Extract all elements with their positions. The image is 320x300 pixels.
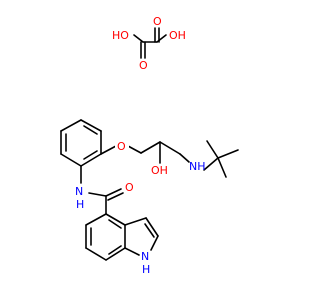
bond-nh-tbu — [203, 157, 219, 171]
bond-ring-4 — [60, 153, 82, 167]
bond-tbu-me3 — [217, 157, 227, 178]
bond-ind-pyrrole-1 — [124, 217, 147, 226]
bond-ch2-choh — [140, 141, 161, 154]
label-amide-o: O — [125, 181, 134, 194]
label-amide-h: H — [76, 198, 84, 211]
indole-ring: N H — [85, 213, 159, 276]
oxalic-acid: HO OH O O — [112, 15, 186, 72]
bond-ind-pyrrole-double — [144, 223, 155, 238]
side-chain: O OH NH — [100, 140, 239, 178]
bond-choh-ch2 — [159, 141, 181, 155]
label-amide-n: N — [75, 185, 83, 198]
bond-ring-double-1 — [83, 125, 98, 135]
benzene-ring — [60, 119, 102, 167]
bond-ind-pyrrole-3 — [150, 235, 159, 251]
bond-tbu-me1 — [206, 140, 219, 159]
label-indole-h: H — [142, 263, 150, 276]
bond-o-ch2 — [127, 145, 142, 154]
bond-ring-1 — [80, 119, 102, 132]
bond-ind-pyrrole-2 — [145, 217, 159, 237]
label-hydroxyl: OH — [151, 164, 168, 177]
label-ether-o: O — [117, 140, 126, 153]
bond-ind-double-3 — [108, 219, 122, 229]
bond-ind-6 — [105, 213, 126, 226]
label-oxalic-o-top: O — [153, 15, 162, 28]
label-amine-nh: NH — [189, 160, 206, 173]
label-indole-n: N — [141, 250, 149, 263]
label-oxalic-oh: OH — [169, 29, 186, 42]
amide-group: N H O — [75, 165, 134, 215]
bond-ind-1 — [85, 213, 107, 226]
label-oxalic-o-bottom: O — [139, 59, 148, 72]
bond-carbonyl-o-b — [107, 192, 124, 201]
bond-carbonyl-o-a — [105, 188, 122, 197]
chemical-structure-diagram: HO OH O O O OH NH — [60, 15, 239, 276]
label-oxalic-ho: HO — [112, 29, 129, 42]
bond-ind-3 — [85, 247, 107, 261]
bond-ring-double-2 — [83, 150, 98, 160]
bond-tbu-me2 — [217, 149, 239, 159]
bond-c-oh-left — [133, 34, 144, 43]
bond-ind-pyrrole-4 — [124, 247, 140, 256]
bond-ind-double-2 — [108, 245, 122, 255]
bond-aryl-o — [100, 145, 117, 155]
bond-ring-6 — [60, 119, 82, 132]
bond-nh-carbonyl — [88, 192, 107, 197]
label-bg-ether-o — [115, 140, 129, 153]
bond-ring-3 — [80, 153, 102, 167]
bond-ch2-nh — [179, 153, 190, 163]
bond-ind-4 — [105, 247, 126, 261]
